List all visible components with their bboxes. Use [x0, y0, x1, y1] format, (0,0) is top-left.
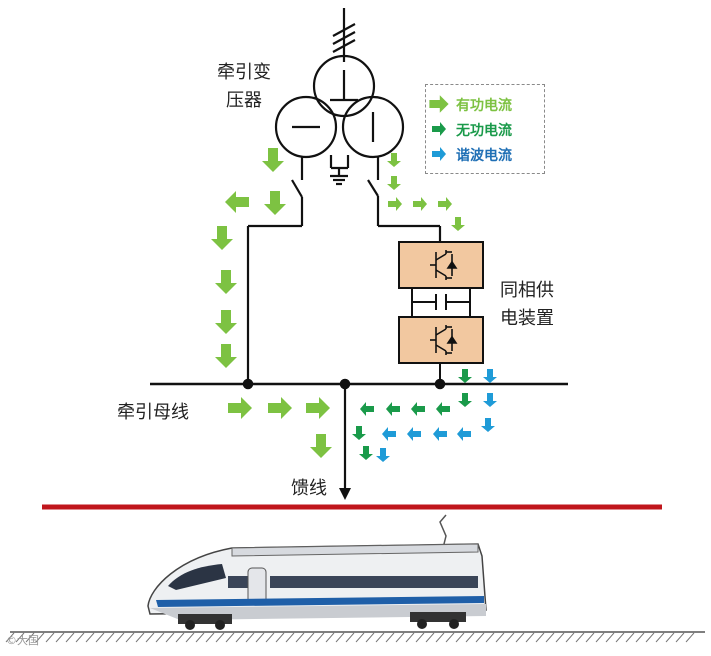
transformer-label-line1: 牵引变	[217, 62, 271, 83]
feeder-label: 馈线	[291, 478, 327, 499]
cophase-label-line1: 同相供	[500, 280, 554, 301]
transformer-label-line2: 压器	[226, 90, 262, 111]
traction-bus-label: 牵引母线	[117, 402, 189, 423]
legend: 有功电流 无功电流 谐波电流	[425, 84, 545, 174]
ground-hatch	[5, 632, 695, 643]
traction-transformer	[246, 8, 442, 384]
reactive-current-arrows	[352, 369, 472, 460]
igbt-icon	[430, 250, 458, 280]
legend-reactive-current: 无功电流	[456, 123, 512, 139]
legend-active-current: 有功电流	[456, 98, 512, 114]
train-image	[147, 514, 487, 630]
cophase-converter	[398, 241, 484, 384]
cophase-label-line2: 电装置	[500, 308, 554, 329]
traction-bus	[150, 378, 568, 390]
igbt-icon	[430, 325, 458, 355]
feeder-line	[339, 384, 351, 500]
legend-harmonic-current: 谐波电流	[456, 148, 512, 164]
watermark: ©大国	[6, 634, 39, 647]
